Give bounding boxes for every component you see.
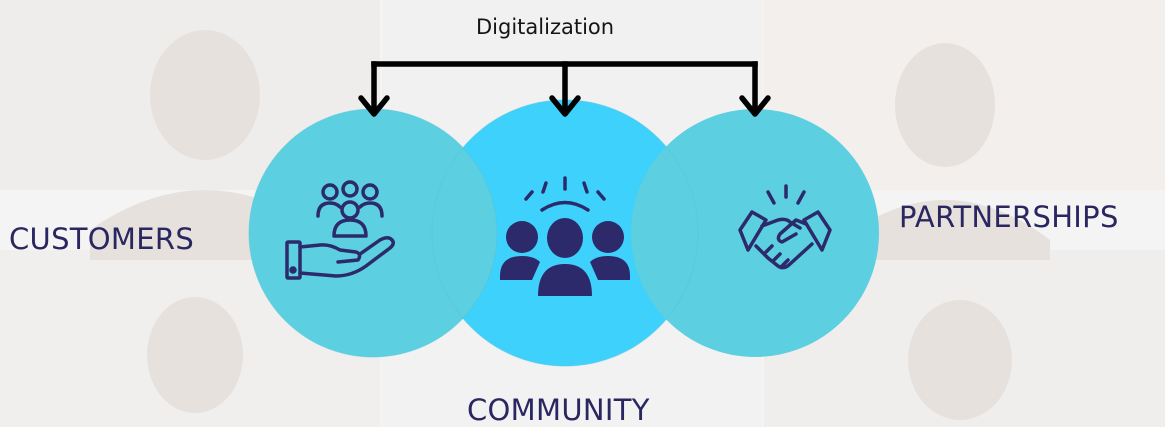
digitalization-label: Digitalization <box>476 15 615 39</box>
handshake-icon <box>738 184 832 270</box>
customers-label: CUSTOMERS <box>9 222 195 256</box>
community-label: COMMUNITY <box>467 393 650 427</box>
customers-circle <box>249 109 497 357</box>
customer-care-hand-icon <box>285 180 395 280</box>
partnerships-circle <box>631 109 879 357</box>
arrow-heads <box>358 95 771 117</box>
community-people-icon <box>500 176 630 296</box>
partnerships-label: PARTNERSHIPS <box>899 200 1119 234</box>
digitalization-arrows <box>371 61 758 115</box>
